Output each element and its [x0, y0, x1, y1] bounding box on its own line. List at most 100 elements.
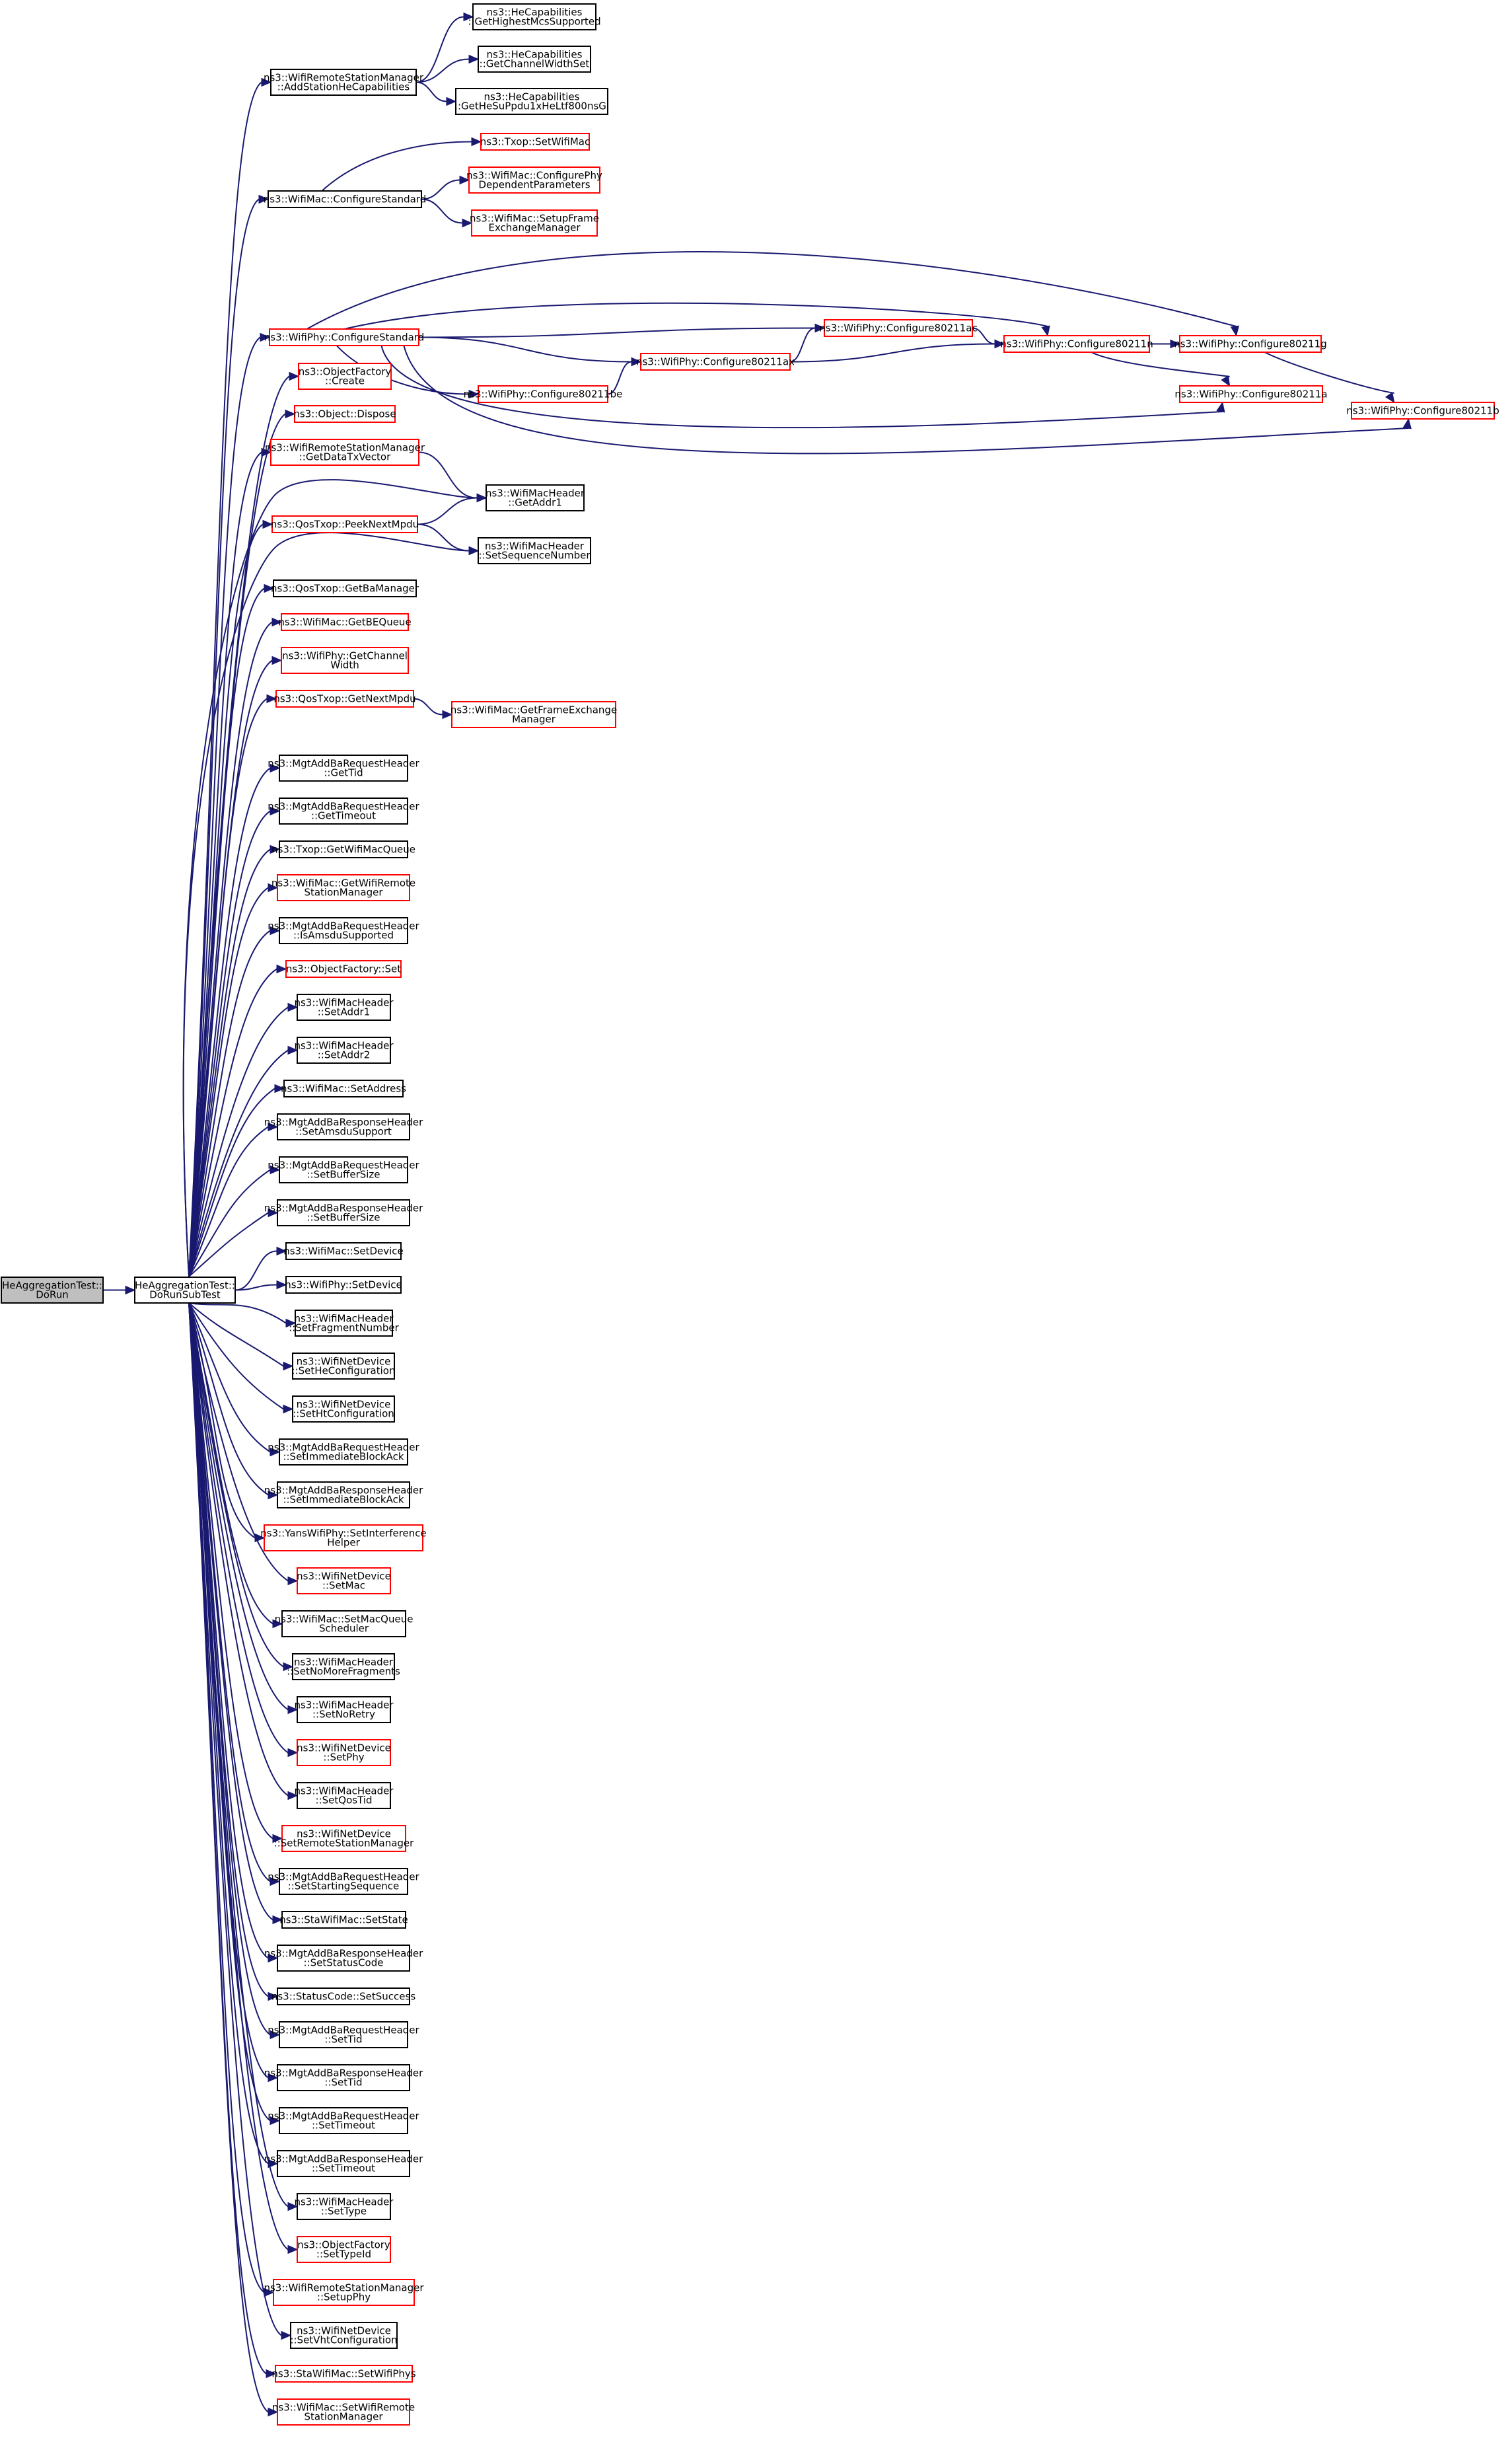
node-n31[interactable]: ns3::StatusCode::SetSuccess [271, 1987, 415, 2005]
node-n24[interactable]: ns3::WifiMacHeader::SetNoRetry [294, 1696, 394, 1723]
node-txopSet[interactable]: ns3::Txop::SetWifiMac [480, 133, 591, 151]
node-n11[interactable]: ns3::MgtAddBaRequestHeader::SetBufferSiz… [268, 1156, 420, 1183]
node-cfgStd[interactable]: ns3::WifiMac::ConfigureStandard [264, 190, 427, 208]
node-n18[interactable]: ns3::MgtAddBaRequestHeader::SetImmediate… [268, 1438, 420, 1466]
edge-sub-n7 [188, 1002, 299, 1277]
edge-phyStd-be [336, 345, 480, 399]
node-label-line: ns3::MgtAddBaRequestHeader [268, 1871, 419, 1883]
node-n26[interactable]: ns3::WifiMacHeader::SetQosTid [294, 1782, 394, 1809]
node-setSeq[interactable]: ns3::WifiMacHeader::SetSequenceNumber [478, 537, 591, 564]
node-label-line: ns3::WifiRemoteStationManager [264, 72, 424, 84]
node-peek[interactable]: ns3::QosTxop::PeekNextMpdu [271, 515, 419, 533]
node-n15[interactable]: ns3::WifiMacHeader::SetFragmentNumber [289, 1310, 400, 1337]
node-label-line: ::SetAmsduSupport [295, 1126, 392, 1138]
node-label-line: ::SetupPhy [317, 2291, 371, 2303]
node-sub[interactable]: HeAggregationTest::DoRunSubTest [134, 1277, 236, 1304]
node-getNext[interactable]: ns3::QosTxop::GetNextMpdu [273, 690, 416, 708]
node-n35[interactable]: ns3::MgtAddBaResponseHeader::SetTimeout [264, 2150, 423, 2177]
node-label-line: ::SetTimeout [312, 2120, 375, 2132]
node-objDispose[interactable]: ns3::Object::Dispose [293, 405, 396, 423]
node-n13[interactable]: ns3::WifiMac::SetDevice [283, 1242, 404, 1260]
node-label-line: ns3::MgtAddBaRequestHeader [268, 1442, 419, 1454]
node-g[interactable]: ns3::WifiPhy::Configure80211g [1174, 335, 1327, 353]
node-n38[interactable]: ns3::WifiRemoteStationManager::SetupPhy [264, 2279, 424, 2306]
edge-sub-n5 [188, 926, 281, 1277]
node-phyStd[interactable]: ns3::WifiPhy::ConfigureStandard [264, 328, 424, 346]
node-box [294, 405, 396, 423]
node-n21[interactable]: ns3::WifiNetDevice::SetMac [297, 1567, 391, 1594]
node-getCw[interactable]: ns3::WifiPhy::GetChannelWidth [281, 647, 409, 674]
node-n37[interactable]: ns3::ObjectFactory::SetTypeId [297, 2236, 391, 2263]
node-be[interactable]: ns3::WifiPhy::Configure80211be [464, 385, 623, 403]
node-n2[interactable]: ns3::MgtAddBaRequestHeader::GetTimeout [268, 798, 420, 825]
node-label-line: ::SetFragmentNumber [289, 1322, 399, 1334]
node-n27[interactable]: ns3::WifiNetDevice::SetRemoteStationMana… [274, 1825, 415, 1852]
node-n6[interactable]: ns3::ObjectFactory::Set [285, 960, 402, 978]
node-n19[interactable]: ns3::MgtAddBaResponseHeader::SetImmediat… [264, 1481, 423, 1508]
node-n[interactable]: ns3::WifiPhy::Configure80211n [1000, 335, 1153, 353]
node-n23[interactable]: ns3::WifiMacHeader::SetNoMoreFragments [287, 1653, 400, 1680]
node-label-line: ns3::WifiPhy::GetChannel [282, 650, 408, 662]
node-label-line: ns3::WifiMacHeader [294, 1040, 394, 1052]
node-box [298, 363, 392, 390]
node-n5[interactable]: ns3::MgtAddBaRequestHeader::IsAmsduSuppo… [268, 917, 420, 944]
node-ax[interactable]: ns3::WifiPhy::Configure80211ax [636, 353, 795, 371]
node-label-line: DependentParameters [478, 179, 590, 191]
node-ofCreate[interactable]: ns3::ObjectFactory::Create [298, 363, 392, 390]
node-n12[interactable]: ns3::MgtAddBaResponseHeader::SetBufferSi… [264, 1199, 423, 1226]
node-n17[interactable]: ns3::WifiNetDevice::SetHtConfiguration [292, 1395, 395, 1423]
node-heMcs[interactable]: ns3::HeCapabilities::GetHighestMcsSuppor… [468, 3, 601, 30]
edge-phyStd-ac [418, 323, 826, 338]
node-addHe[interactable]: ns3::WifiRemoteStationManager::AddStatio… [264, 69, 424, 96]
node-getBa[interactable]: ns3::QosTxop::GetBaManager [271, 579, 419, 597]
node-box [277, 2064, 410, 2091]
node-label-line: ns3::WifiPhy::Configure80211ax [636, 356, 795, 368]
node-box [277, 1945, 410, 1972]
node-label-line: ns3::Txop::SetWifiMac [480, 136, 591, 148]
node-n28[interactable]: ns3::MgtAddBaRequestHeader::SetStartingS… [268, 1868, 420, 1895]
edge-be-ax [607, 357, 642, 395]
node-n7[interactable]: ns3::WifiMacHeader::SetAddr1 [294, 994, 394, 1021]
node-getBE[interactable]: ns3::WifiMac::GetBEQueue [278, 613, 412, 631]
node-n30[interactable]: ns3::MgtAddBaResponseHeader::SetStatusCo… [264, 1945, 423, 1972]
node-getAddr1[interactable]: ns3::WifiMacHeader::GetAddr1 [486, 484, 585, 511]
node-n10[interactable]: ns3::MgtAddBaResponseHeader::SetAmsduSup… [264, 1113, 423, 1140]
node-n3[interactable]: ns3::Txop::GetWifiMacQueue [271, 840, 415, 858]
edge-addHe-heSu [415, 81, 457, 106]
node-n9[interactable]: ns3::WifiMac::SetAddress [281, 1080, 406, 1097]
node-n25[interactable]: ns3::WifiNetDevice::SetPhy [297, 1739, 391, 1766]
node-heCw[interactable]: ns3::HeCapabilities::GetChannelWidthSet [478, 46, 591, 73]
node-n34[interactable]: ns3::MgtAddBaRequestHeader::SetTimeout [268, 2107, 420, 2134]
node-n4[interactable]: ns3::WifiMac::GetWifiRemoteStationManage… [271, 874, 415, 901]
node-b[interactable]: ns3::WifiPhy::Configure80211b [1346, 402, 1499, 420]
node-box [273, 579, 417, 597]
node-label-line: ns3::WifiNetDevice [297, 2325, 391, 2337]
node-label-line: ::SetHeConfiguration [292, 1365, 396, 1377]
node-n32[interactable]: ns3::MgtAddBaRequestHeader::SetTid [268, 2021, 420, 2048]
node-n14[interactable]: ns3::WifiPhy::SetDevice [285, 1276, 402, 1294]
node-n40[interactable]: ns3::StaWifiMac::SetWifiPhys [271, 2365, 416, 2383]
node-n16[interactable]: ns3::WifiNetDevice::SetHeConfiguration [292, 1353, 396, 1380]
edge-sub-phyStd [188, 332, 271, 1277]
node-n41[interactable]: ns3::WifiMac::SetWifiRemoteStationManage… [272, 2398, 415, 2426]
node-ac[interactable]: ns3::WifiPhy::Configure80211ac [819, 319, 978, 337]
node-n29[interactable]: ns3::StaWifiMac::SetState [279, 1911, 408, 1929]
edge-sub-n3 [188, 844, 281, 1277]
node-n8[interactable]: ns3::WifiMacHeader::SetAddr2 [294, 1037, 394, 1064]
node-cfgPhyDep[interactable]: ns3::WifiMac::ConfigurePhyDependentParam… [466, 167, 602, 194]
node-n36[interactable]: ns3::WifiMacHeader::SetType [294, 2193, 394, 2220]
node-heSu[interactable]: ns3::HeCapabilities::GetHeSuPpdu1xHeLtf8… [454, 88, 609, 115]
node-getDataTx[interactable]: ns3::WifiRemoteStationManager::GetDataTx… [265, 439, 425, 466]
node-n39[interactable]: ns3::WifiNetDevice::SetVhtConfiguration [290, 2322, 398, 2349]
node-n33[interactable]: ns3::MgtAddBaResponseHeader::SetTid [264, 2064, 423, 2091]
node-label-line: ::GetChannelWidthSet [480, 58, 590, 70]
node-a[interactable]: ns3::WifiPhy::Configure80211a [1174, 385, 1328, 403]
node-label-line: ::SetTimeout [312, 2163, 375, 2174]
node-root[interactable]: HeAggregationTest::DoRun [1, 1277, 104, 1304]
node-n1[interactable]: ns3::MgtAddBaRequestHeader::GetTid [268, 755, 420, 782]
